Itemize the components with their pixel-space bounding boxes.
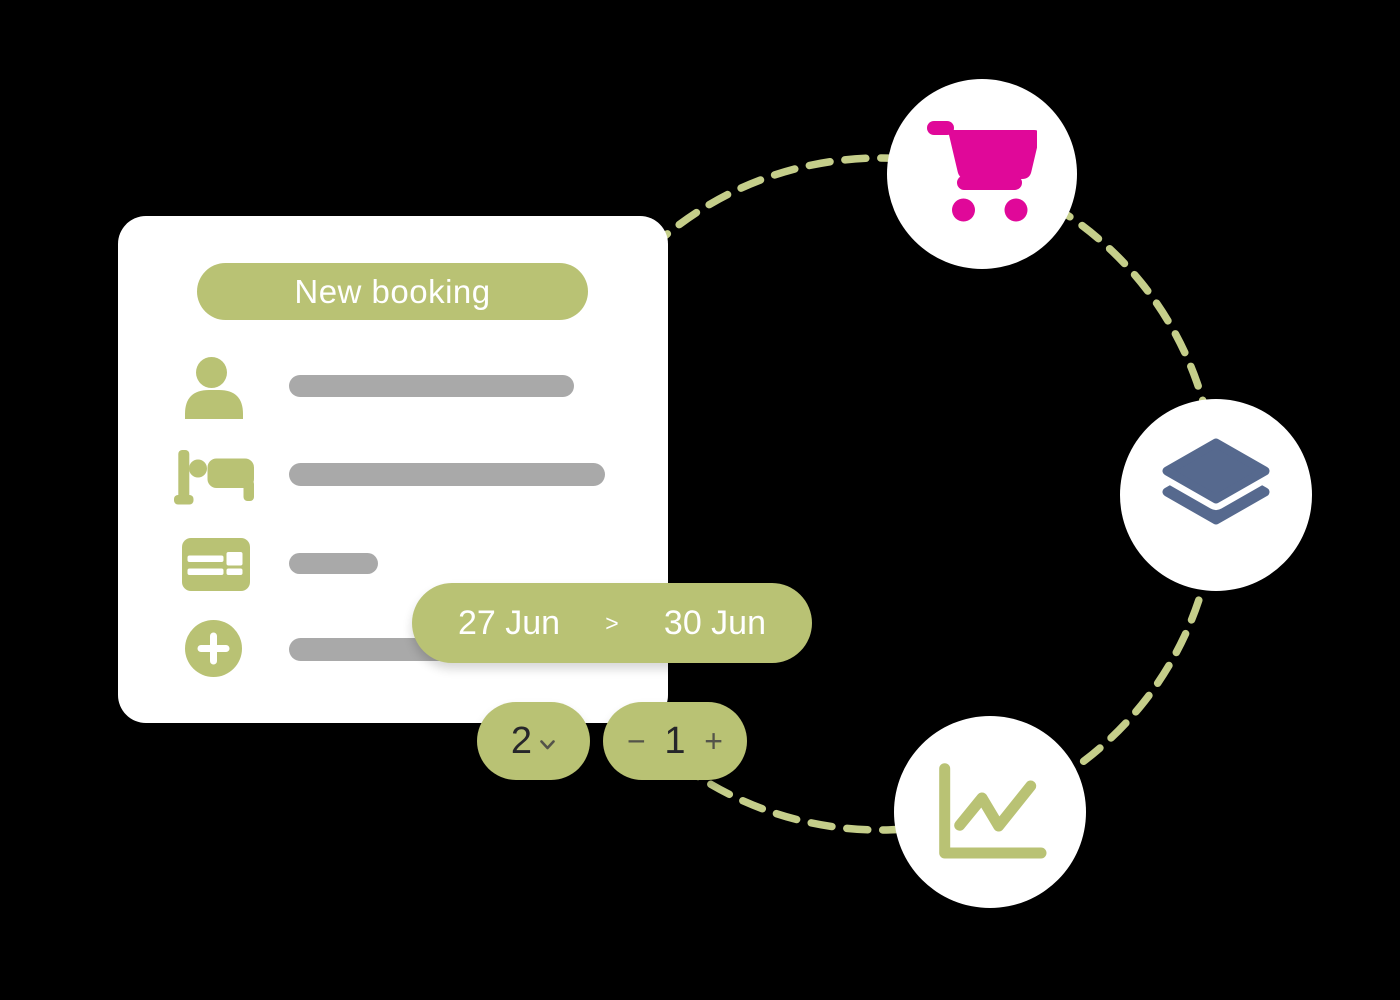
placeholder-bar	[289, 375, 574, 397]
increment-button[interactable]: +	[704, 723, 723, 759]
guests-value: 2	[510, 719, 533, 762]
shopping-cart-badge	[887, 79, 1077, 269]
start-date: 27 Jun	[458, 603, 561, 642]
chart-badge	[894, 716, 1086, 908]
credit-card-icon	[181, 538, 250, 596]
layers-badge	[1120, 399, 1312, 591]
guests-dropdown[interactable]: 2	[477, 702, 590, 780]
chevron-down-icon	[540, 740, 555, 750]
placeholder-bar	[289, 638, 459, 661]
placeholder-bar	[289, 553, 378, 574]
placeholder-bar	[289, 463, 605, 486]
end-date: 30 Jun	[663, 603, 766, 642]
add-button[interactable]	[184, 619, 242, 682]
quantity-value: 1	[664, 719, 686, 762]
layers-icon	[1156, 435, 1276, 531]
new-booking-button[interactable]: New booking	[197, 263, 588, 320]
bed-icon	[174, 450, 254, 510]
arrow-right-separator: >	[605, 609, 619, 636]
shopping-cart-icon	[927, 121, 1037, 222]
plus-icon	[184, 619, 242, 677]
quantity-stepper[interactable]: − 1 +	[603, 702, 747, 780]
line-chart-icon	[938, 762, 1046, 858]
decrement-button[interactable]: −	[627, 723, 646, 759]
person-icon	[185, 356, 243, 425]
date-range-picker[interactable]: 27 Jun > 30 Jun	[412, 583, 812, 663]
